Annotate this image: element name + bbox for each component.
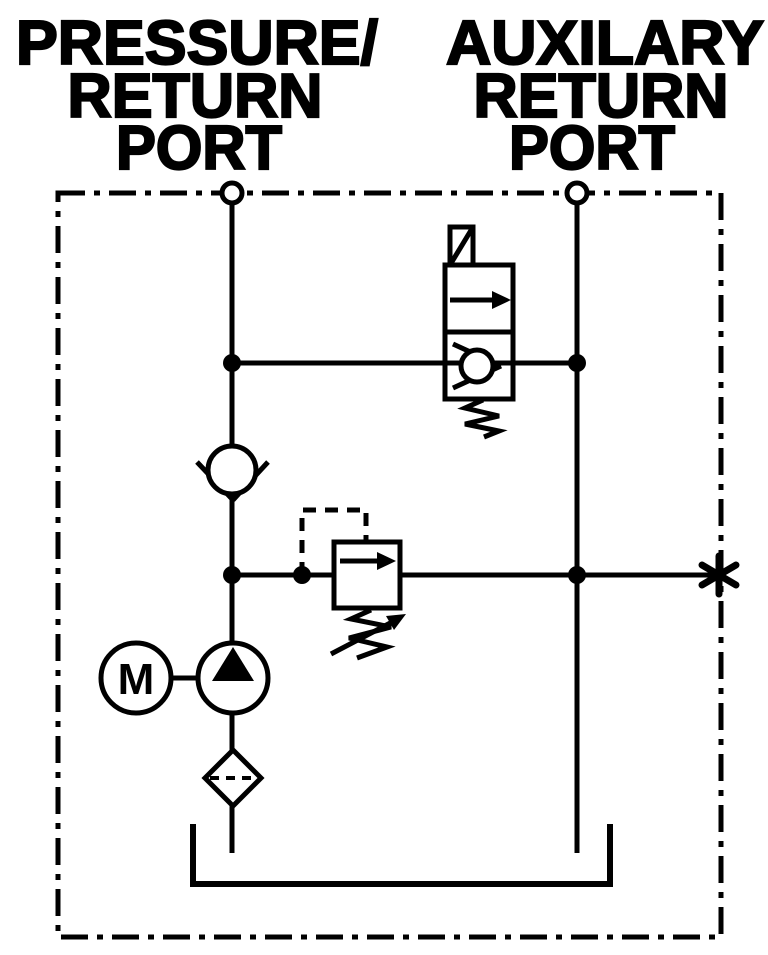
relief-valve-body <box>331 539 403 611</box>
label-line: PORT <box>509 114 675 183</box>
port-label-auxilary-return: AUXILARY RETURN PORT <box>445 8 765 184</box>
junction-dot <box>568 566 586 584</box>
motor-letter: M <box>118 655 155 704</box>
adjust-arrow-shaft <box>329 617 398 657</box>
label-line: RETURN <box>68 62 323 131</box>
label-line: PORT <box>116 114 282 183</box>
auxilary-return-port-icon <box>564 180 590 206</box>
suction-filter <box>201 746 265 810</box>
junction-dots <box>223 354 586 584</box>
relief-arrow-head-icon <box>377 552 396 570</box>
plugged-port-asterisk-icon <box>698 552 740 598</box>
solenoid-release-valve <box>442 224 516 440</box>
label-line: PRESSURE/ <box>16 9 378 78</box>
pressure-return-port-icon <box>219 180 245 206</box>
junction-dot <box>568 354 586 372</box>
pilot-line <box>299 507 369 575</box>
port-label-pressure-return: PRESSURE/ RETURN PORT <box>15 8 379 184</box>
valve-check-ball-icon <box>458 347 496 385</box>
reservoir-tank <box>190 824 613 887</box>
asterisk-spoke <box>698 561 740 589</box>
flow-arrow-head-icon <box>492 291 511 309</box>
electric-motor-icon <box>98 640 174 716</box>
motor-pump-group: M <box>98 640 271 716</box>
pipe-lines <box>229 203 719 853</box>
pump-flow-triangle-icon <box>212 647 254 681</box>
junction-dot <box>223 354 241 372</box>
relief-valve <box>299 507 406 661</box>
adjust-arrow-head-icon <box>386 614 406 630</box>
valve-spring-icon <box>457 397 508 440</box>
solenoid-diagonal <box>447 225 476 267</box>
check-valve <box>195 443 270 502</box>
junction-dot <box>293 566 311 584</box>
junction-dot <box>223 566 241 584</box>
label-line: RETURN <box>474 62 729 131</box>
check-ball-icon <box>205 443 259 497</box>
label-line: AUXILARY <box>446 9 764 78</box>
solenoid-actuator <box>447 224 476 268</box>
